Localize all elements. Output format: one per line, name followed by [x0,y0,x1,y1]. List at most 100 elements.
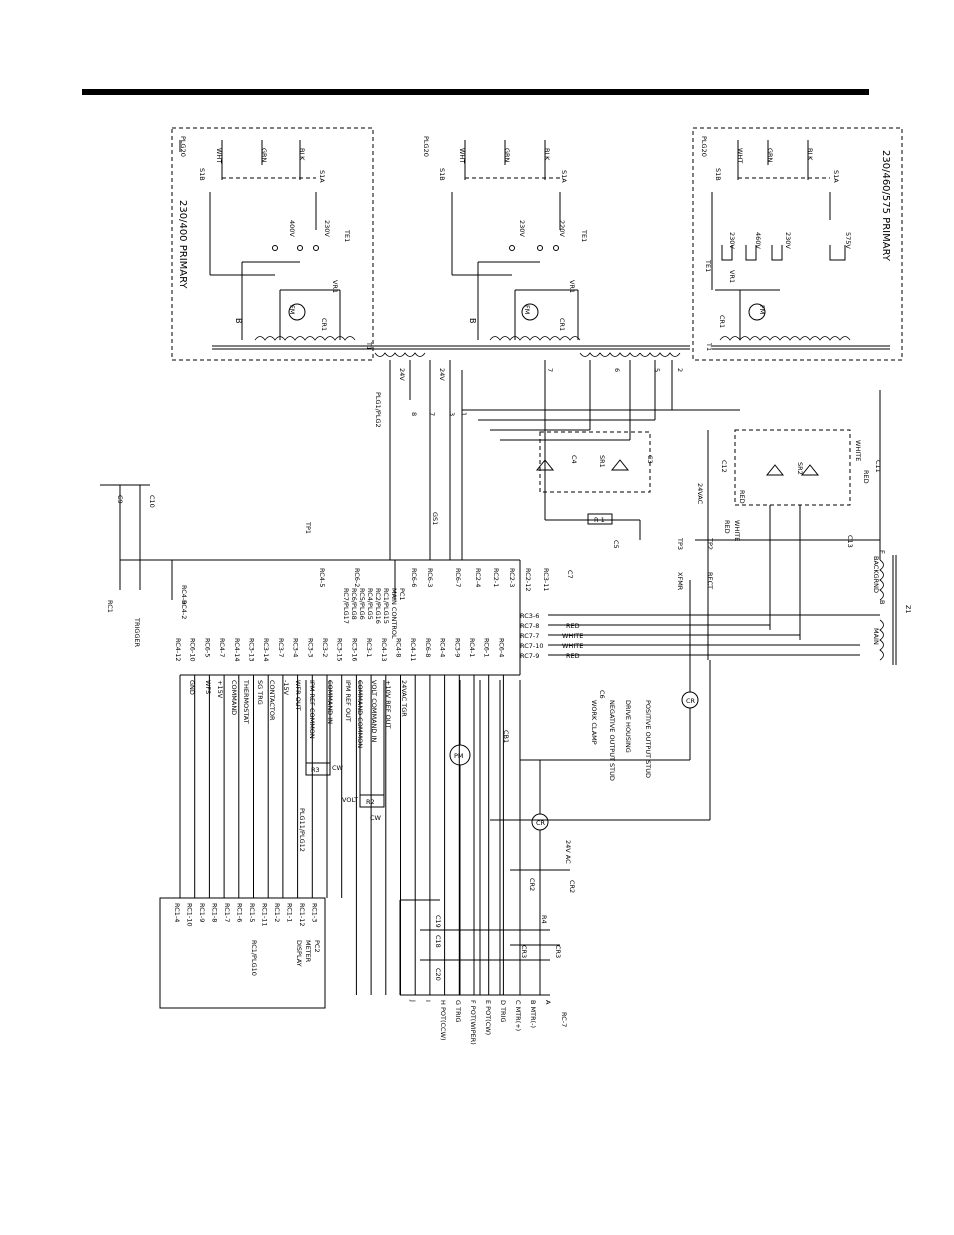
pin-rc2-3: RC2-3 [508,568,516,587]
pin-rc3-11: RC3-11 [542,568,550,591]
output-area: POSITIVE OUTPUT STUD NEGATIVE OUTPUT STU… [399,580,711,1045]
pin-rc7-8: RC7-8 [520,622,539,630]
v460-label-right: 460V [754,232,762,249]
white3-label: WHITE [733,520,741,541]
sig-24vac-tgr: 24VAC TGR [400,680,408,717]
plug-label-center: PLG20 [422,136,430,157]
vr1-label: VR1 [331,280,339,293]
tap-5: 5 [653,368,661,372]
pin-rc7-9: RC7-9 [520,652,539,660]
s1b-label-right: S1B [714,168,722,181]
sig-command: COMMAND [230,680,238,715]
c5-label: C5 [612,540,620,549]
rc4-9-label: RC4-9 [180,585,188,604]
plug-label-right: PLG20 [700,136,708,157]
e-label: E [878,550,886,554]
pc2-line2: METER [304,940,312,963]
tap-7: 7 [546,368,554,372]
harness-pin-label: RC3-15 [336,638,344,661]
harness-pin-label: RC4-4 [439,638,447,657]
rc7-pin-label: J [409,999,417,1002]
sig-10v-ref-out: +10V REF OUT [384,680,392,729]
pin-rc2-4: RC2-4 [474,568,482,587]
blk-label-right: BLK [806,148,814,161]
gs1-label: GS1 [431,512,439,525]
r4-label: R4 [540,915,548,924]
v400-label: 400V [288,220,296,237]
pc2-pin-label: RC1-8 [211,903,219,922]
cr-label: CR [686,697,696,705]
b-label: B [234,318,243,324]
pc1-title: PC1 [398,588,406,601]
s1a-label-center: S1A [560,170,568,183]
fm-label-center: FM [523,305,531,314]
b-choke-label: B [878,600,886,604]
pc2-plug: RC1/PLG10 [250,940,258,976]
harness-pin-label: RC4-12 [174,638,182,661]
plg1-plg2-label: PLG1/PLG2 [374,392,382,428]
harness-pin-label: RC3-1 [365,638,373,657]
sr1-label: SR1 [598,455,606,468]
cr2b-label: CR2 [528,878,536,891]
sig-ipm-ref-common: IPM REF COMMON [308,680,316,739]
pin-rc6-2: RC6-2 [353,568,361,587]
v575-label-right: 575V [844,232,852,249]
vr1-label-center: VR1 [568,280,576,293]
header-rule [82,89,869,95]
tap-24v-a: 24V [398,368,406,381]
cr2-coil-label: CR [536,819,546,827]
sig-thermostat: THERMOSTAT [242,679,250,724]
sig-sgtrg: SG TRG [256,680,264,705]
rc7-pin-label: D TRIG [499,1000,507,1023]
rc7-pin-label: E POT(CW) [484,1000,492,1035]
sr2-red2-label: RED [862,470,870,484]
rc1-label: RC1 [106,600,114,613]
drive-housing-label: DRIVE HOUSING [624,700,632,753]
pc2-pin-label: RC1-6 [236,903,244,922]
sr2-white-label: WHITE [854,440,862,461]
r3-label: R3 [311,766,320,774]
harness-pin-label: RC3-14 [262,638,270,661]
pc2-pin-label: RC1-12 [298,903,306,926]
fm-label-right: FM [758,305,766,314]
s1b-label-center: S1B [438,168,446,181]
pc1-plug-1: RC2/PLG16 [374,588,382,624]
pin-rc6-7: RC6-7 [454,568,462,587]
pc2-pin-label: RC1-5 [248,903,256,922]
v220-label-center: 220V [558,220,566,237]
fm-label: FM [288,305,296,314]
rc7-title: RC-7 [560,1012,568,1027]
pc1-plug-2: RC4/PLG5 [366,588,374,620]
harness-pin-label: RC4-1 [468,638,476,657]
harness-pin-label: RC4-14 [233,638,241,661]
harness-pin-label: RC6-10 [189,638,197,661]
pc1-plug-5: RC7/PLG17 [342,588,350,624]
work-clamp-label: WORK CLAMP [590,700,598,745]
red3-label: RED [723,520,731,534]
cr1-label-center: CR1 [558,318,566,331]
grn-label: GRN [260,148,268,163]
sig-wfr-out: WFR OUT [294,680,302,711]
pin-8: 8 [410,412,418,416]
cr3b-label: CR3 [520,945,528,958]
pin-rc7-10: RC7-10 [520,642,543,650]
t1-label-right: T1 [705,342,713,351]
c19-label: C19 [434,915,442,928]
c13-label: C13 [846,535,854,548]
wht-label-center: WHT [458,148,466,163]
primary-box-right: 230/460/575 PRIMARY PLG20 WHT GRN BLK S1… [692,127,903,361]
white-a: WHITE [562,632,583,640]
tp1-label: TP1 [304,521,312,534]
c11-label: C11 [874,460,882,473]
pc2-pin-label: RC1-2 [273,903,281,922]
pin-rc6-3: RC6-3 [426,568,434,587]
pc2-pin-label: RC1-4 [173,903,181,922]
c20-label: C20 [434,968,442,981]
right-box-title: 230/460/575 PRIMARY [880,150,891,262]
harness-pin-label: RC4-11 [409,638,417,661]
tap-24v-b: 24V [438,368,446,381]
pc2-pin-label: RC1-3 [311,903,319,922]
c3-label: C3 [646,455,654,464]
primary-box-center: PLG20 WHT GRN BLK S1B S1A TE1 230V 220V … [372,136,690,357]
